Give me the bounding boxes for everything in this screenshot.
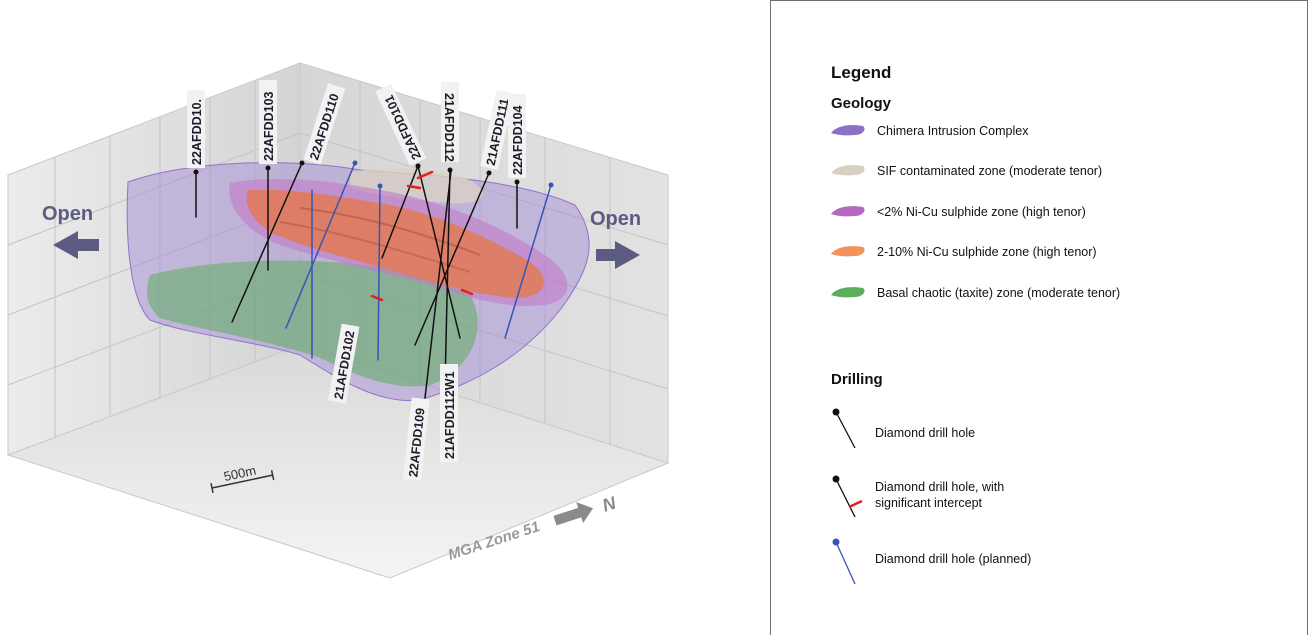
hole-label-21afdd112: 21AFDD112 [442, 93, 456, 162]
basal-swatch-icon [831, 287, 865, 298]
legend-item-sif: SIF contaminated zone (moderate tenor) [829, 161, 1289, 185]
low-sulphide-swatch-icon [831, 206, 865, 217]
open-right-label: Open [590, 208, 641, 230]
north-arrow-icon [553, 502, 594, 526]
open-right-indicator: Open [590, 208, 641, 269]
high-sulphide-swatch-icon [831, 246, 865, 257]
planned-drill-hole-label: Diamond drill hole (planned) [875, 552, 1032, 566]
planned-drill-hole-symbol-icon [832, 538, 856, 585]
drill-hole-symbol-icon [832, 408, 856, 449]
north-label: N [600, 492, 619, 515]
legend-item-basal: Basal chaotic (taxite) zone (moderate te… [829, 283, 1289, 307]
legend-label: SIF contaminated zone (moderate tenor) [877, 164, 1103, 178]
drill-hole-intercept-label: Diamond drill hole, with significant int… [875, 479, 1004, 511]
legend-label: Chimera Intrusion Complex [877, 124, 1029, 138]
legend-item-high-sulphide: 2-10% Ni-Cu sulphide zone (high tenor) [829, 242, 1289, 266]
intrusion-swatch-icon [831, 125, 865, 136]
legend-item-intrusion: Chimera Intrusion Complex [829, 121, 1289, 145]
3d-orebody-model: 22AFDD10. 22AFDD103 22AFDD110 22AFDD101 … [6, 62, 670, 579]
hole-label-22afdd104: 22AFDD104 [511, 105, 525, 175]
drill-holes [193, 160, 554, 399]
scale-bar: 500m [210, 463, 275, 494]
legend-item-low-sulphide: <2% Ni-Cu sulphide zone (high tenor) [829, 202, 1289, 226]
scale-label: 500m [222, 463, 257, 484]
drill-hole-intercept-label-line1: Diamond drill hole, with [875, 480, 1005, 494]
floor [6, 344, 670, 579]
legend-label: <2% Ni-Cu sulphide zone (high tenor) [877, 205, 1086, 219]
drill-hole-intercept-symbol-icon [832, 475, 863, 518]
legend-label: Basal chaotic (taxite) zone (moderate te… [877, 286, 1121, 300]
arrow-left-icon [53, 231, 99, 259]
drill-hole-intercept-label-line2: significant intercept [875, 496, 983, 510]
sif-swatch-icon [831, 165, 865, 176]
geology-heading: Geology [831, 95, 892, 112]
hole-label-22afdd103: 22AFDD103 [262, 91, 276, 161]
drill-hole-label: Diamond drill hole [875, 426, 976, 440]
legend-title: Legend [831, 63, 892, 82]
legend-label: 2-10% Ni-Cu sulphide zone (high tenor) [877, 245, 1097, 259]
open-left-indicator: Open [42, 203, 99, 259]
open-left-label: Open [42, 203, 93, 225]
drilling-heading: Drilling [831, 371, 883, 388]
hole-label-22afdd10: 22AFDD10. [190, 99, 204, 165]
legend-panel: Legend Geology Chimera Intrusion Complex… [770, 0, 1308, 635]
arrow-right-icon [596, 241, 640, 269]
geology-bodies [126, 162, 590, 402]
hole-label-21afdd112w1: 21AFDD112W1 [443, 371, 457, 459]
